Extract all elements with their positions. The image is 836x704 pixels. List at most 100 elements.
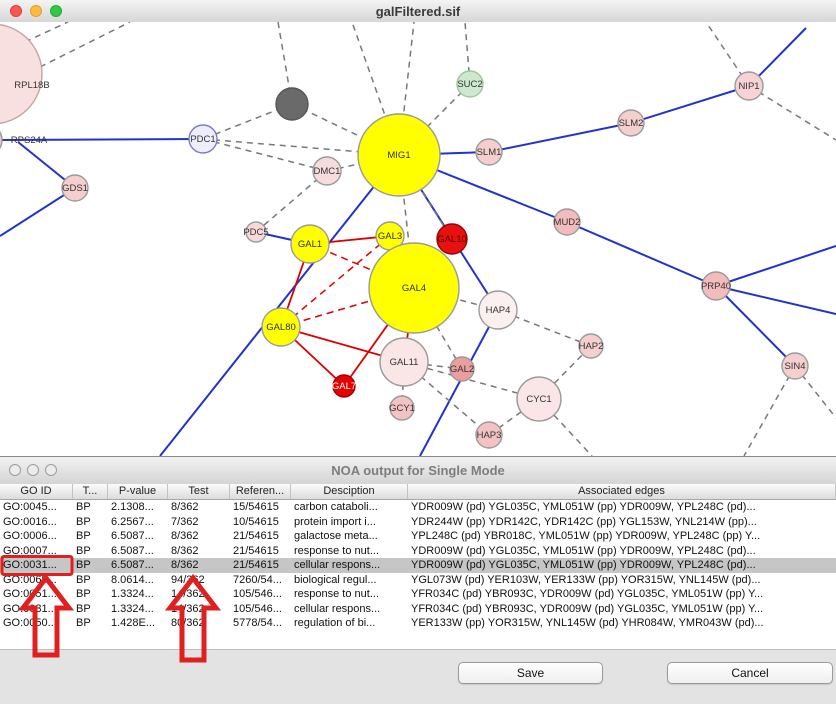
network-edge[interactable] [630,85,750,124]
node-slm1[interactable] [475,138,503,166]
table-cell: BP [76,559,91,571]
network-edge[interactable] [715,285,836,315]
column-header[interactable]: GO ID [0,484,73,499]
network-edge[interactable] [497,309,592,347]
button-bar: Save Cancel [0,649,836,704]
node-gds1[interactable] [61,174,89,202]
node-hap3[interactable] [475,421,503,449]
node-prp40[interactable] [701,271,731,301]
close-button-icon[interactable] [10,5,22,17]
node-gal10[interactable] [436,223,468,255]
graph-window-titlebar[interactable]: galFiltered.sif [0,0,836,23]
network-edge[interactable] [0,187,76,237]
node-rps24a[interactable] [0,124,3,156]
node-label: GAL2 [450,364,474,375]
table-cell: GO:0016... [3,515,57,528]
node-slm2[interactable] [617,109,645,137]
network-edge[interactable] [24,22,69,43]
node-label: RPS24A [11,135,48,146]
network-edge[interactable] [403,361,490,436]
node-label: SLM2 [619,118,644,129]
network-edge[interactable] [419,309,499,456]
zoom-button-icon[interactable] [45,464,57,476]
column-header[interactable]: Desciption [291,484,408,499]
network-edge[interactable] [159,154,400,456]
network-edge[interactable] [398,83,471,156]
network-edge[interactable] [488,122,632,153]
network-edge[interactable] [566,221,717,287]
table-cell: GO:0007... [3,544,57,557]
network-edge[interactable] [743,365,796,456]
node-label: GAL10 [437,234,467,245]
table-cell: 21/54615 [233,559,279,571]
close-button-icon[interactable] [9,464,21,476]
node-unlabeled[interactable] [275,87,309,121]
node-gal1[interactable] [290,224,330,264]
table-cell: 14/362 [171,588,205,600]
table-cell: 1.3324... [111,602,154,615]
node-pdc5[interactable] [245,221,267,243]
cancel-button[interactable]: Cancel [667,662,833,684]
node-gal4[interactable] [368,242,460,334]
network-edge[interactable] [748,85,836,141]
network-edge[interactable] [202,138,328,172]
table-cell: 8/362 [171,559,199,571]
node-nip1[interactable] [734,71,764,101]
network-edge[interactable] [715,285,796,367]
node-label: MUD2 [554,217,581,228]
network-edge[interactable] [715,245,836,287]
node-pdc1[interactable] [188,124,218,154]
node-gal7[interactable] [332,374,356,398]
node-hap2[interactable] [578,333,604,359]
network-edge[interactable] [291,103,400,156]
node-gcy1[interactable] [389,395,415,421]
node-mig1[interactable] [357,113,441,197]
node-gal2[interactable] [449,356,475,382]
save-button[interactable]: Save [458,662,603,684]
column-header[interactable]: T... [73,484,108,499]
column-header[interactable]: Associated edges [408,484,836,499]
node-label: HAP4 [486,305,511,316]
node-rpl18b[interactable] [0,23,43,125]
network-edge[interactable] [0,138,204,141]
node-hap4[interactable] [478,290,518,330]
node-cyc1[interactable] [516,376,562,422]
node-label: DMC1 [314,166,341,177]
minimize-button-icon[interactable] [27,464,39,476]
column-header[interactable]: Referen... [230,484,291,499]
node-label: GAL4 [402,283,426,294]
node-label: GAL80 [266,322,296,333]
node-gal11[interactable] [379,337,429,387]
node-suc2[interactable] [456,70,484,98]
zoom-button-icon[interactable] [50,5,62,17]
node-label: GCY1 [389,403,415,414]
network-edge[interactable] [255,170,328,233]
table-cell: GO:0051... [3,588,57,600]
column-header[interactable]: Test [168,484,230,499]
minimize-button-icon[interactable] [30,5,42,17]
node-dmc1[interactable] [312,156,342,186]
column-header[interactable]: P-value [108,484,168,499]
table-cell: GO:0031... [3,559,57,571]
table-cell: 21/54615 [233,544,279,557]
node-label: PDC1 [190,134,215,145]
network-edge[interactable] [39,22,131,68]
node-gal80[interactable] [261,307,301,347]
noa-window-titlebar[interactable]: NOA output for Single Mode [0,457,836,485]
network-edge[interactable] [403,361,540,400]
node-mud2[interactable] [553,208,581,236]
node-sin4[interactable] [781,352,809,380]
node-label: NIP1 [738,81,759,92]
table-cell: YPL248C (pd) YBR018C, YML051W (pp) YDR00… [411,530,761,542]
